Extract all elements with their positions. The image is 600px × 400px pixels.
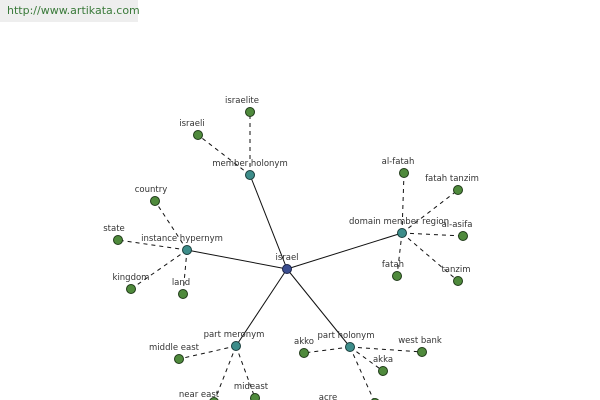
- label-al-fatah[interactable]: al-fatah: [382, 157, 415, 167]
- edge-part-holonym-akko: [303, 346, 351, 354]
- node-akko[interactable]: [299, 348, 309, 358]
- node-part-holonym[interactable]: [345, 342, 355, 352]
- label-middle-east[interactable]: middle east: [149, 343, 200, 353]
- label-near-east[interactable]: near east: [179, 390, 220, 400]
- node-mideast[interactable]: [250, 393, 260, 400]
- node-akka[interactable]: [378, 366, 388, 376]
- node-member-holonym[interactable]: [245, 170, 255, 180]
- edge-israel-part-meronym: [235, 268, 288, 347]
- node-fatah-tanzim[interactable]: [453, 185, 463, 195]
- node-israeli[interactable]: [193, 130, 203, 140]
- edge-part-meronym-near-east: [214, 345, 237, 400]
- node-kingdom[interactable]: [126, 284, 136, 294]
- node-fatah[interactable]: [392, 271, 402, 281]
- edge-part-holonym-west-bank: [349, 346, 423, 353]
- edge-israel-part-holonym: [286, 268, 351, 348]
- edge-instance-hypernym-kingdom: [130, 249, 188, 290]
- label-fatah-tanzim[interactable]: fatah tanzim: [425, 174, 479, 184]
- label-west-bank[interactable]: west bank: [398, 336, 442, 346]
- edge-israel-instance-hypernym: [186, 249, 288, 270]
- node-israelite[interactable]: [245, 107, 255, 117]
- node-al-asifa[interactable]: [458, 231, 468, 241]
- label-fatah[interactable]: fatah: [382, 260, 404, 270]
- node-west-bank[interactable]: [417, 347, 427, 357]
- label-mideast[interactable]: mideast: [234, 382, 269, 392]
- source-url[interactable]: http://www.artikata.com: [0, 0, 140, 22]
- node-israel[interactable]: [282, 264, 292, 274]
- node-middle-east[interactable]: [174, 354, 184, 364]
- label-part-meronym[interactable]: part meronym: [204, 330, 265, 340]
- label-land[interactable]: land: [172, 278, 190, 288]
- node-al-fatah[interactable]: [399, 168, 409, 178]
- edge-instance-hypernym-state: [117, 239, 188, 251]
- node-domain-member-region[interactable]: [397, 228, 407, 238]
- label-akko[interactable]: akko: [294, 337, 314, 347]
- label-domain-member-region[interactable]: domain member region: [349, 217, 449, 227]
- edge-israel-domain-member-region: [286, 232, 403, 270]
- edge-israel-member-holonym: [249, 174, 288, 270]
- label-instance-hypernym[interactable]: instance hypernym: [141, 234, 223, 244]
- node-part-meronym[interactable]: [231, 341, 241, 351]
- label-israelite[interactable]: israelite: [225, 96, 259, 106]
- label-israel[interactable]: israel: [275, 253, 298, 263]
- label-akka[interactable]: akka: [373, 355, 393, 365]
- label-member-holonym[interactable]: member holonym: [212, 159, 287, 169]
- label-israeli[interactable]: israeli: [179, 119, 204, 129]
- label-al-asifa[interactable]: al-asifa: [442, 220, 473, 230]
- edge-domain-member-region-al-fatah: [401, 172, 405, 234]
- edge-part-holonym-akka: [349, 346, 384, 372]
- node-land[interactable]: [178, 289, 188, 299]
- label-part-holonym[interactable]: part holonym: [318, 331, 375, 341]
- edge-part-meronym-middle-east: [178, 345, 237, 360]
- label-kingdom[interactable]: kingdom: [113, 273, 150, 283]
- node-tanzim[interactable]: [453, 276, 463, 286]
- edge-domain-member-region-fatah-tanzim: [401, 189, 459, 234]
- edge-domain-member-region-al-asifa: [401, 232, 464, 237]
- edge-member-holonym-israeli: [197, 134, 251, 176]
- label-acre[interactable]: acre: [319, 393, 337, 400]
- label-tanzim[interactable]: tanzim: [441, 265, 470, 275]
- node-country[interactable]: [150, 196, 160, 206]
- edge-instance-hypernym-country: [154, 200, 188, 251]
- label-country[interactable]: country: [135, 185, 168, 195]
- node-near-east[interactable]: [209, 397, 219, 400]
- label-state[interactable]: state: [103, 224, 125, 234]
- node-state[interactable]: [113, 235, 123, 245]
- node-instance-hypernym[interactable]: [182, 245, 192, 255]
- edge-part-meronym-mideast: [235, 345, 256, 399]
- edge-part-holonym-acre: [349, 346, 375, 400]
